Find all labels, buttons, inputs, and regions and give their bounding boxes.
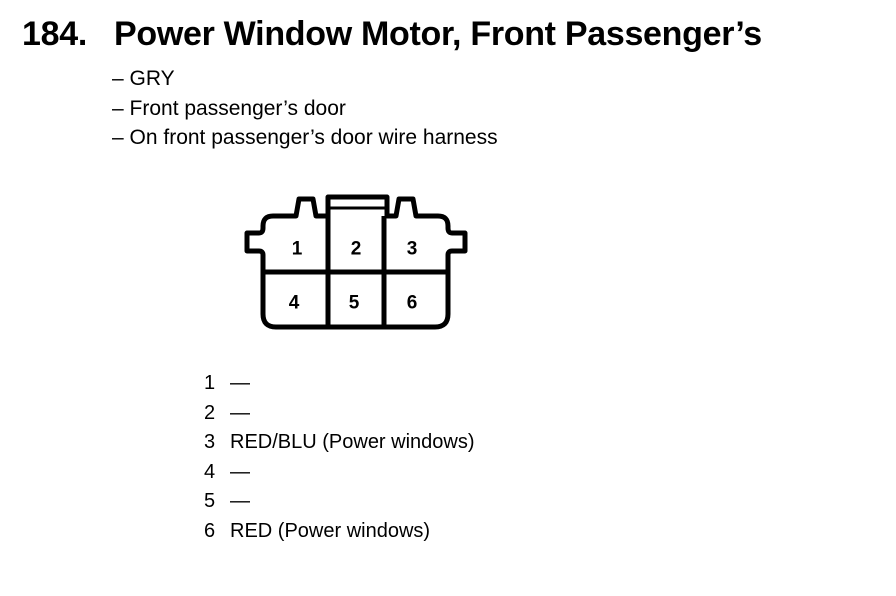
pin-description: — xyxy=(230,460,250,483)
connector-info-list: – GRY – Front passenger’s door – On fron… xyxy=(112,64,498,153)
pin-description: — xyxy=(230,490,250,512)
cavity-3: 3 xyxy=(407,239,418,260)
pinout-row: 1— xyxy=(204,369,475,399)
cavity-4: 4 xyxy=(289,293,300,314)
pin-description: RED/BLU (Power windows) xyxy=(230,431,475,453)
pin-number: 2 xyxy=(204,401,216,424)
connector-color: – GRY xyxy=(112,67,175,90)
pin-number: 1 xyxy=(204,372,216,394)
pinout-row: 3 RED/BLU (Power windows) xyxy=(204,428,475,458)
pin-number: 5 xyxy=(204,490,216,512)
cavity-5: 5 xyxy=(349,293,360,314)
component-number: 184. xyxy=(22,15,87,53)
cavity-6: 6 xyxy=(407,293,418,314)
pin-number: 6 xyxy=(204,519,216,542)
pinout-row: 6 RED (Power windows) xyxy=(204,517,475,547)
pin-description: — xyxy=(230,401,250,424)
connector-location: – Front passenger’s door xyxy=(112,96,346,120)
pin-number: 3 xyxy=(204,431,216,453)
connector-harness: – On front passenger’s door wire harness xyxy=(112,126,498,149)
pin-description: RED (Power windows) xyxy=(230,519,431,542)
pin-number: 4 xyxy=(204,460,216,483)
pinout-row: 4— xyxy=(204,458,475,488)
component-title: 184. Power Window Motor, Front Passenger’… xyxy=(22,12,762,56)
cavity-1: 1 xyxy=(292,239,303,260)
pinout-row: 2— xyxy=(204,399,475,429)
pin-description: — xyxy=(230,372,250,394)
connector-housing xyxy=(244,194,468,330)
pinout-row: 5— xyxy=(204,487,475,517)
component-name: Power Window Motor, Front Passenger’s xyxy=(114,15,762,53)
cavity-2: 2 xyxy=(351,239,362,260)
